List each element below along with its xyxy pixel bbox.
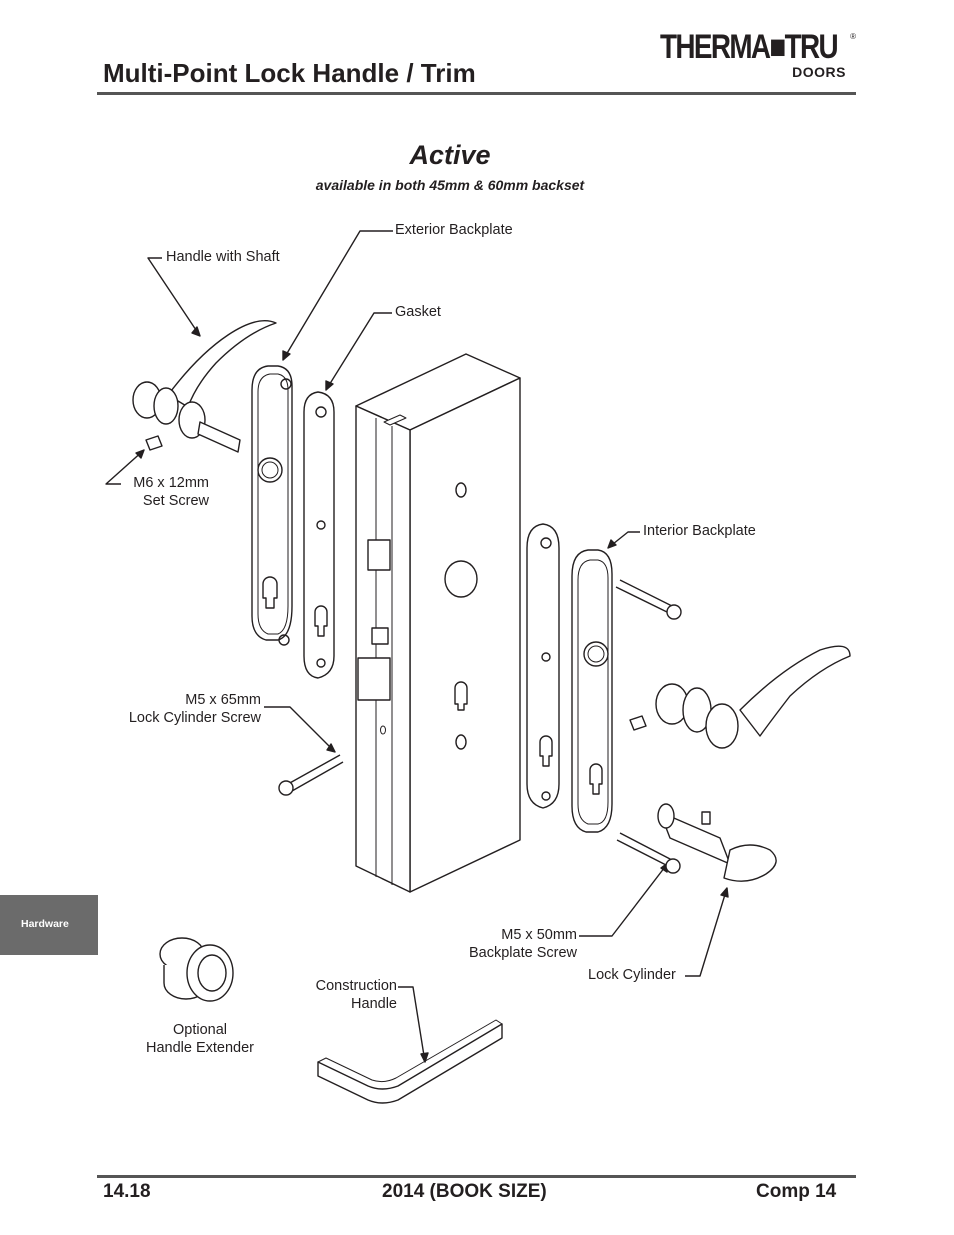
section-tab-label: Hardware bbox=[21, 918, 69, 930]
lock-cylinder bbox=[657, 803, 777, 882]
label-construction-handle: Construction Handle bbox=[290, 978, 397, 1013]
footer-page-number: 14.18 bbox=[103, 1181, 151, 1202]
label-lock-cylinder: Lock Cylinder bbox=[588, 967, 676, 983]
label-lock-cylinder-screw-name: Lock Cylinder Screw bbox=[128, 709, 261, 726]
interior-backplate-screw bbox=[615, 579, 682, 620]
diagram-heading: Active bbox=[409, 140, 491, 170]
header-divider bbox=[97, 92, 856, 95]
interior-gasket bbox=[526, 523, 560, 809]
page-title: Multi-Point Lock Handle / Trim bbox=[103, 58, 476, 88]
exterior-backplate bbox=[251, 365, 293, 646]
handle-extender bbox=[159, 937, 234, 1002]
footer-edition: 2014 (BOOK SIZE) bbox=[382, 1181, 547, 1202]
interior-backplate bbox=[571, 549, 613, 833]
gasket bbox=[303, 391, 335, 679]
label-exterior-backplate: Exterior Backplate bbox=[395, 222, 513, 238]
backplate-screw bbox=[616, 832, 681, 874]
leader-lines bbox=[105, 230, 729, 1063]
label-handle-extender: Optional Handle Extender bbox=[130, 1022, 270, 1057]
label-handle-extender-l1: Optional bbox=[172, 1022, 227, 1038]
interior-handle bbox=[629, 645, 851, 749]
footer-divider bbox=[97, 1175, 856, 1178]
label-lock-cylinder-screw: M5 x 65mm Lock Cylinder Screw bbox=[100, 692, 261, 727]
label-handle-with-shaft: Handle with Shaft bbox=[166, 249, 280, 265]
label-gasket: Gasket bbox=[395, 304, 441, 320]
label-interior-backplate: Interior Backplate bbox=[643, 523, 756, 539]
logo-wordmark: THERMA■TRU bbox=[660, 28, 839, 66]
door-edge-block bbox=[355, 353, 521, 893]
exterior-handle bbox=[132, 320, 277, 453]
logo-registered-mark: ® bbox=[850, 32, 856, 41]
construction-handle bbox=[317, 1019, 503, 1104]
label-construction-handle-l1: Construction bbox=[315, 978, 397, 994]
label-construction-handle-l2: Handle bbox=[351, 995, 397, 1012]
label-backplate-screw-name: Backplate Screw bbox=[469, 944, 577, 961]
label-lock-cylinder-screw-size: M5 x 65mm bbox=[185, 692, 261, 708]
label-handle-extender-l2: Handle Extender bbox=[145, 1039, 254, 1056]
label-set-screw: M6 x 12mm Set Screw bbox=[108, 475, 209, 510]
brand-logo: THERMA■TRU ® DOORS bbox=[660, 30, 856, 82]
section-tab-hardware[interactable]: Hardware bbox=[0, 895, 98, 955]
label-backplate-screw: M5 x 50mm Backplate Screw bbox=[440, 927, 577, 962]
diagram-subheading: available in both 45mm & 60mm backset bbox=[315, 177, 585, 193]
logo-subtext: DOORS bbox=[792, 64, 846, 80]
label-backplate-screw-size: M5 x 50mm bbox=[501, 927, 577, 943]
footer-section: Comp 14 bbox=[756, 1181, 837, 1202]
lock-cylinder-screw bbox=[278, 754, 344, 796]
label-set-screw-size: M6 x 12mm bbox=[133, 475, 209, 491]
label-set-screw-name: Set Screw bbox=[142, 492, 209, 509]
